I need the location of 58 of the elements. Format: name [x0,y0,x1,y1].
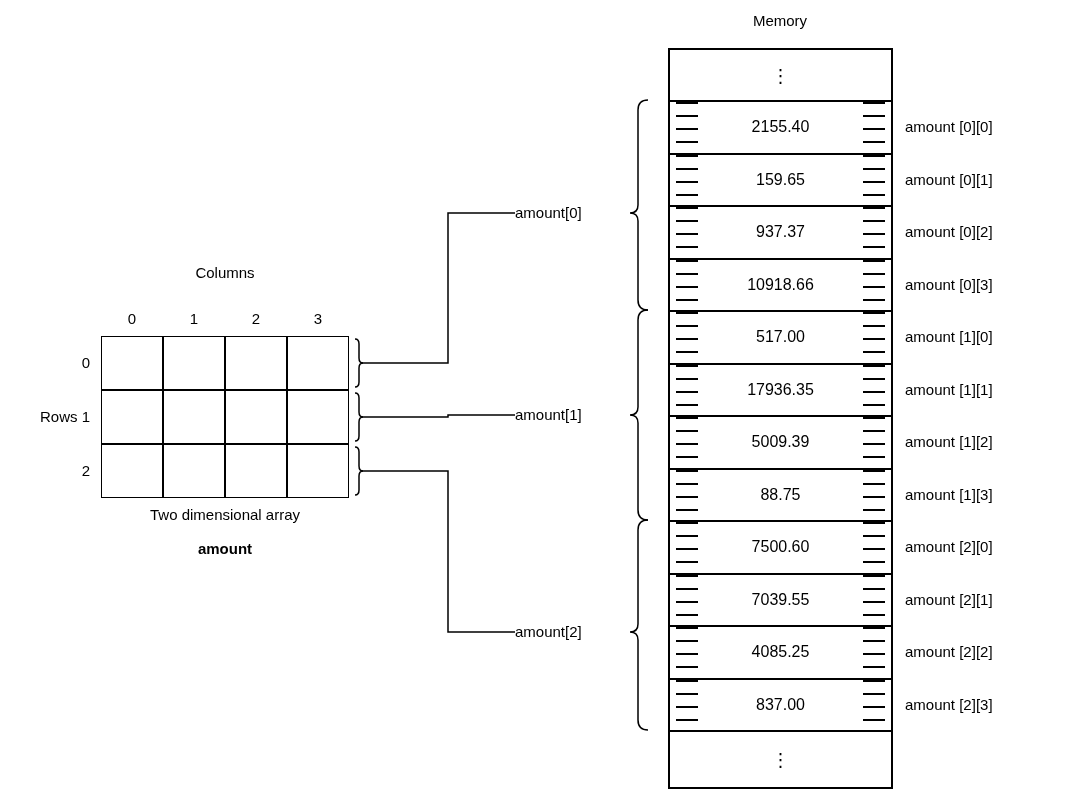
array-cell [163,444,225,498]
caption: Two dimensional array [149,506,301,524]
column-index: 3 [313,310,323,328]
row-index: 0 [81,354,90,372]
array-name: amount [197,540,253,558]
element-label: amount [2][3] [905,695,993,714]
element-label: amount [1][0] [905,328,993,347]
column-index: 2 [251,310,261,328]
array-cell [101,444,163,498]
array-cell [225,336,287,390]
memory-cell: 7500.60 [668,520,893,575]
row-index: Rows 1 [39,408,90,426]
memory-cell: ⋮ [668,730,893,789]
memory-cell: 5009.39 [668,415,893,470]
row-index: 2 [81,462,90,480]
heading: Memory [752,12,808,30]
array-cell [101,390,163,444]
element-label: amount [2][1] [905,590,993,609]
element-label: amount [1][3] [905,485,993,504]
memory-cell: 937.37 [668,205,893,260]
row-label: amount[2] [515,623,582,641]
memory-cell: 10918.66 [668,257,893,312]
memory-cell: 837.00 [668,677,893,732]
array-cell [287,336,349,390]
memory-cell: 88.75 [668,467,893,522]
connector-line [361,212,516,364]
element-label: amount [1][2] [905,433,993,452]
array-cell [163,336,225,390]
memory-cell: 17936.35 [668,362,893,417]
column-index: 0 [127,310,137,328]
array-cell [225,444,287,498]
array-cell [163,390,225,444]
memory-cell: 517.00 [668,310,893,365]
array-cell [287,444,349,498]
row-label: amount[1] [515,406,582,424]
element-label: amount [0][1] [905,170,993,189]
array-cell [101,336,163,390]
memory-cell: 7039.55 [668,572,893,627]
memory-cell: 4085.25 [668,625,893,680]
element-label: amount [0][0] [905,118,993,137]
array-row [101,390,362,444]
memory-cell: 2155.40 [668,100,893,155]
array-row [101,336,362,390]
connector-line [361,414,516,418]
element-label: amount [0][3] [905,275,993,294]
element-label: amount [2][0] [905,538,993,557]
column-index: 1 [189,310,199,328]
memory-cell: ⋮ [668,48,893,102]
axis-title: Columns [195,264,255,282]
array-cell [225,390,287,444]
element-label: amount [0][2] [905,223,993,242]
element-label: amount [1][1] [905,380,993,399]
row-label: amount[0] [515,204,582,222]
array-row [101,444,362,498]
memory-cell: 159.65 [668,152,893,207]
array-cell [287,390,349,444]
connector-line [361,470,516,633]
element-label: amount [2][2] [905,643,993,662]
